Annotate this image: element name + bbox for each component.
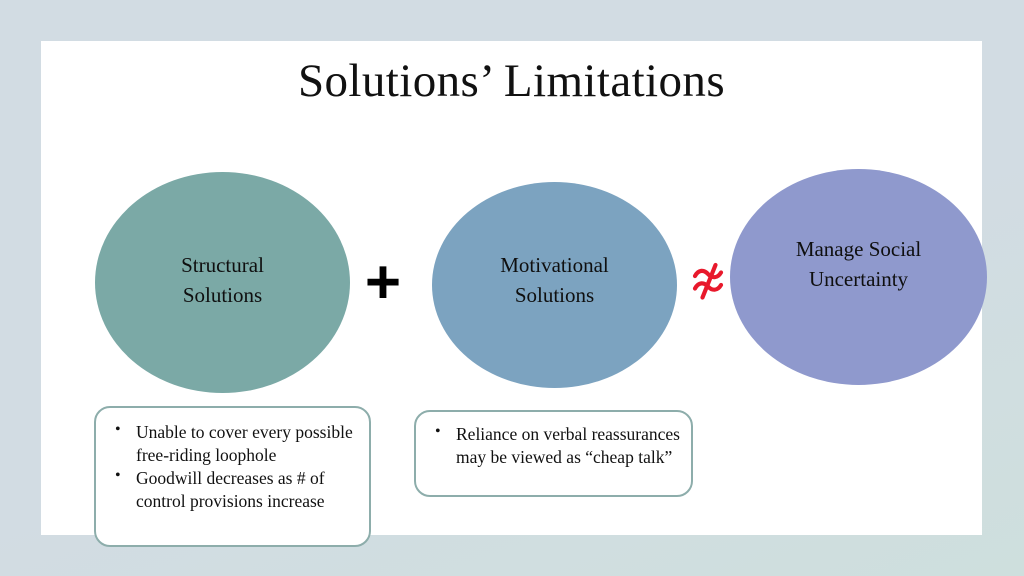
- diagram-node-motivational-label: Motivational Solutions: [500, 251, 609, 319]
- diagram-node-manage-label: Manage Social Uncertainty: [796, 235, 921, 319]
- diagram-node-motivational-label-line2: Solutions: [514, 283, 595, 307]
- diagram-node-structural-label-line1: Structural: [181, 252, 264, 277]
- diagram-node-manage-social-uncertainty[interactable]: Manage Social Uncertainty: [730, 169, 987, 385]
- not-approximately-equal-icon: [685, 255, 735, 307]
- callout-motivational-list: Reliance on verbal reassurances may be v…: [427, 422, 681, 469]
- callout-structural-list: Unable to cover every possible free-ridi…: [107, 420, 359, 513]
- diagram-node-motivational-label-line1: Motivational: [500, 253, 609, 278]
- diagram-node-motivational[interactable]: Motivational Solutions: [432, 182, 677, 388]
- diagram-node-structural[interactable]: Structural Solutions: [95, 172, 350, 393]
- callout-motivational-limitations: Reliance on verbal reassurances may be v…: [414, 410, 693, 497]
- page-title: Solutions’ Limitations: [297, 55, 726, 107]
- list-item: Unable to cover every possible free-ridi…: [107, 420, 359, 467]
- slide: Solutions’ Limitations Structural Soluti…: [41, 41, 987, 547]
- diagram-node-manage-label-line2: Uncertainty: [808, 267, 909, 291]
- list-item: Goodwill decreases as # of control provi…: [107, 466, 359, 513]
- diagram-node-structural-label-line2: Solutions: [182, 282, 263, 307]
- list-item: Reliance on verbal reassurances may be v…: [427, 422, 681, 469]
- plus-sign-icon: +: [364, 248, 402, 317]
- diagram-node-manage-label-line1: Manage Social: [795, 237, 922, 262]
- callout-structural-limitations: Unable to cover every possible free-ridi…: [94, 406, 371, 547]
- diagram-node-structural-label: Structural Solutions: [181, 251, 264, 315]
